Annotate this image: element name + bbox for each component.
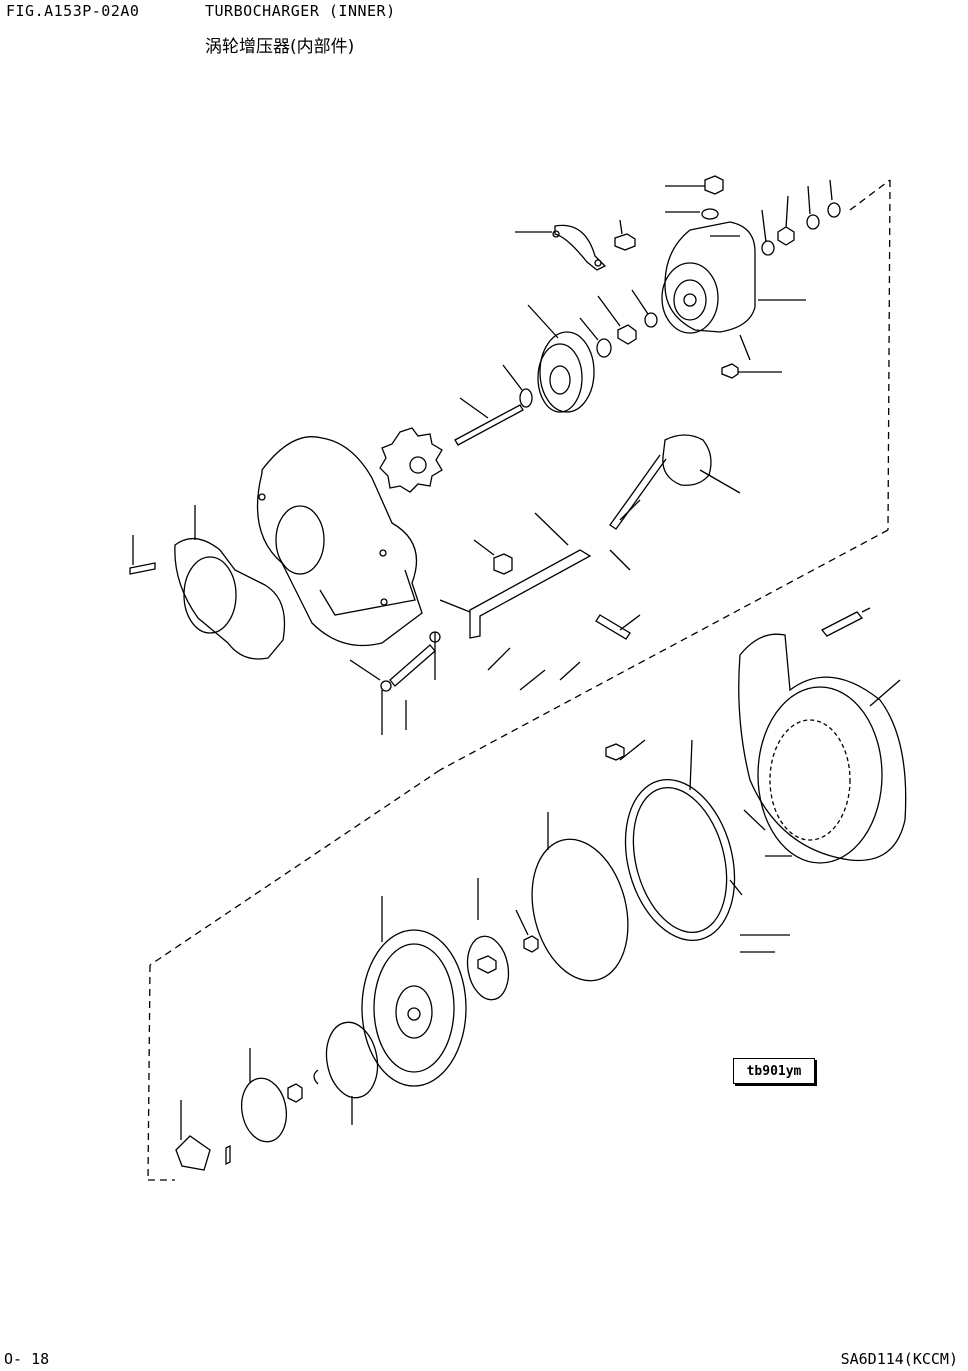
seal-rings [580, 290, 657, 357]
lock-plate [176, 1100, 230, 1170]
figure-code: FIG.A153P-02A0 [6, 2, 140, 20]
wastegate-actuator [610, 435, 740, 529]
v-band-clamp [606, 740, 792, 953]
lower-hardware [350, 632, 580, 735]
figure-title-chinese: 涡轮增压器(内部件) [205, 37, 355, 57]
compressor-wheel [463, 878, 538, 1003]
snap-ring-and-seal [314, 1018, 383, 1125]
reference-tag: tb901ym [733, 1058, 815, 1084]
compressor-housing [739, 608, 906, 863]
turbine-shaft-wheel [380, 398, 523, 492]
turbine-housing [258, 437, 471, 646]
model-code: SA6D114(KCCM) [840, 1350, 958, 1368]
page-number: O- 18 [4, 1350, 50, 1368]
o-ring [518, 812, 642, 991]
outlet-flange-gasket [130, 505, 285, 659]
lever-bracket [470, 513, 640, 639]
thrust-disc [503, 305, 594, 412]
top-bolt-set [665, 176, 840, 255]
bearing-housing [662, 222, 806, 378]
figure-title: TURBOCHARGER (INNER) [205, 2, 396, 20]
compressor-back-plate [362, 896, 466, 1086]
assembly-axis-dashed [148, 180, 890, 1180]
bracket-plate [515, 220, 635, 270]
cover-disc [237, 1048, 302, 1145]
